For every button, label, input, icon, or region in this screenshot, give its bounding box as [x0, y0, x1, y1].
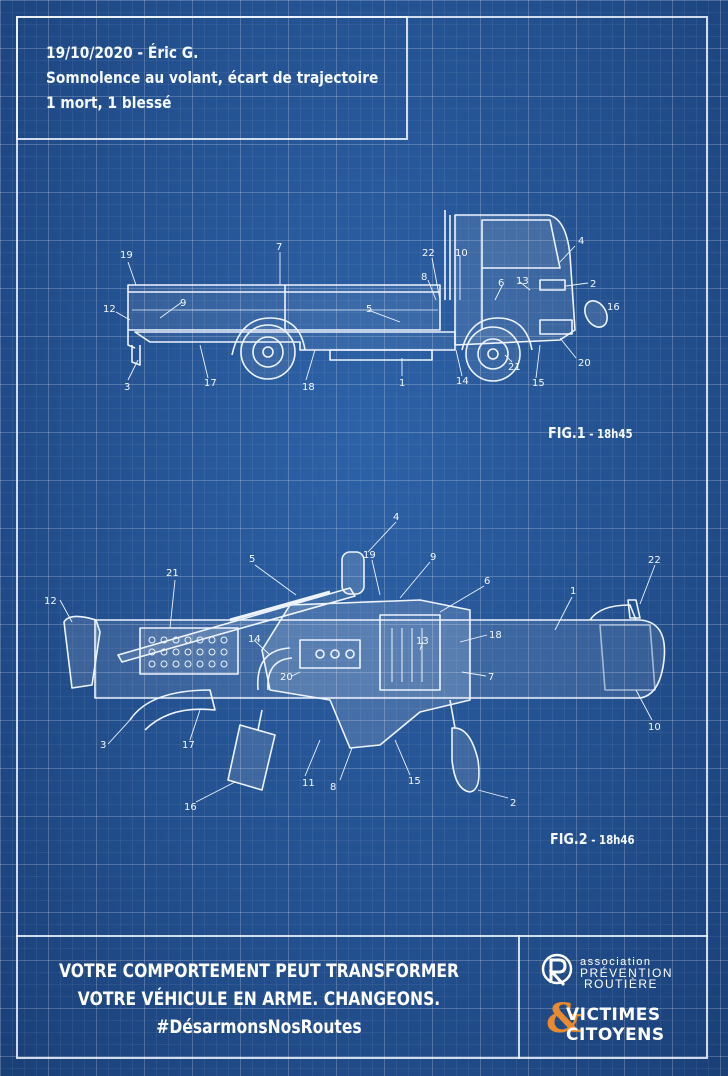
victimes-logo-text: VICTIMES	[566, 1005, 661, 1025]
fig2-callout-2: 2	[510, 798, 516, 809]
fig1-label-sep: -	[585, 427, 597, 441]
slogan-hashtag: #DésarmonsNosRoutes	[156, 1016, 362, 1038]
prevention-logo-line-3: ROUTIÈRE	[584, 977, 659, 991]
fig2-label-main: FIG.2	[550, 830, 588, 848]
victimes-citoyens-logo: & VICTIMES CITOYENS	[536, 999, 706, 1047]
fig2-callout-16: 16	[184, 802, 197, 813]
accident-victims: 1 mort, 1 blessé	[46, 93, 172, 112]
fig2-callout-8: 8	[330, 782, 336, 793]
fig2-label-sep: -	[587, 833, 599, 847]
fig1-callout-17: 17	[204, 378, 217, 389]
fig2-callout-18: 18	[489, 630, 502, 641]
fig1-callout-4: 4	[578, 236, 584, 247]
fig2-label-time: 18h46	[598, 833, 635, 847]
truck-side-view-drawing: 19 7 22 10 4 12 9 8 13 2 6 5 16 3 17 18 …	[103, 210, 620, 393]
fig1-label-main: FIG.1	[548, 424, 586, 442]
fig2-callout-22: 22	[648, 555, 661, 566]
fig1-callout-14: 14	[456, 376, 469, 387]
fig2-callout-17: 17	[182, 740, 195, 751]
fig1-callout-18: 18	[302, 382, 315, 393]
fig2-callout-12: 12	[44, 596, 57, 607]
fig1-callout-13: 13	[516, 276, 529, 287]
partner-logos: association PRÉVENTION ROUTIÈRE & VICTIM…	[520, 937, 708, 1059]
fig2-callout-5: 5	[249, 554, 255, 565]
fig2-callout-20: 20	[280, 672, 293, 683]
slogan-line-2: VOTRE VÉHICULE EN ARME. CHANGEONS.	[77, 988, 441, 1010]
fig1-callout-21: 21	[508, 362, 521, 373]
fig1-callout-2: 2	[590, 279, 596, 290]
accident-date-name: 19/10/2020 - Éric G.	[46, 43, 199, 62]
exploded-view-drawing: 4 5 19 9 21 6 22 12 1 14 13 18 20 7 3 17…	[44, 512, 666, 813]
prevention-logo-line-1: association	[580, 956, 652, 968]
fig2-callout-21: 21	[166, 568, 179, 579]
fig1-callout-19: 19	[120, 250, 133, 261]
fig1-callout-6: 6	[498, 278, 504, 289]
ampersand-logo-mark: &	[546, 995, 583, 1042]
bottom-divider	[518, 935, 520, 1059]
fig1-callout-20: 20	[578, 358, 591, 369]
prevention-logo-line-2: PRÉVENTION	[580, 966, 674, 980]
fig1-callout-9: 9	[180, 298, 186, 309]
fig1-label-time: 18h45	[596, 427, 633, 441]
prevention-routiere-logo-icon	[541, 953, 573, 987]
fig2-callout-6: 6	[484, 576, 490, 587]
fig2-callout-7: 7	[488, 672, 494, 683]
fig1-callout-12: 12	[103, 304, 116, 315]
fig2-label: FIG.2 - 18h46	[550, 830, 635, 848]
fig1-callout-5: 5	[366, 304, 372, 315]
fig2-callout-3: 3	[100, 740, 106, 751]
citoyens-logo-text: CITOYENS	[566, 1025, 665, 1045]
fig2-callout-13: 13	[416, 636, 429, 647]
fig1-callout-1: 1	[399, 378, 405, 389]
fig1-callout-15: 15	[532, 378, 545, 389]
fig2-callout-11: 11	[302, 778, 315, 789]
fig2-callout-1: 1	[570, 586, 576, 597]
fig1-callout-8: 8	[421, 272, 427, 283]
fig2-callout-4: 4	[393, 512, 399, 523]
accident-info-box: 19/10/2020 - Éric G. Somnolence au volan…	[16, 16, 408, 140]
fig1-callout-22: 22	[422, 248, 435, 259]
fig2-callout-19: 19	[363, 550, 376, 561]
fig1-callout-10: 10	[455, 248, 468, 259]
fig1-label: FIG.1 - 18h45	[548, 424, 633, 442]
bottom-banner	[16, 935, 708, 1059]
fig1-callout-3: 3	[124, 382, 130, 393]
fig1-callout-7: 7	[276, 242, 282, 253]
slogan-line-1: VOTRE COMPORTEMENT PEUT TRANSFORMER	[58, 960, 460, 982]
fig1-callout-16: 16	[607, 302, 620, 313]
fig2-callout-9: 9	[430, 552, 436, 563]
accident-cause: Somnolence au volant, écart de trajectoi…	[46, 68, 379, 87]
fig2-callout-15: 15	[408, 776, 421, 787]
fig2-callout-14: 14	[248, 634, 261, 645]
campaign-slogan: VOTRE COMPORTEMENT PEUT TRANSFORMER VOTR…	[0, 957, 518, 1041]
prevention-routiere-logo-text: association PRÉVENTION ROUTIÈRE	[580, 956, 674, 991]
fig2-callout-10: 10	[648, 722, 661, 733]
